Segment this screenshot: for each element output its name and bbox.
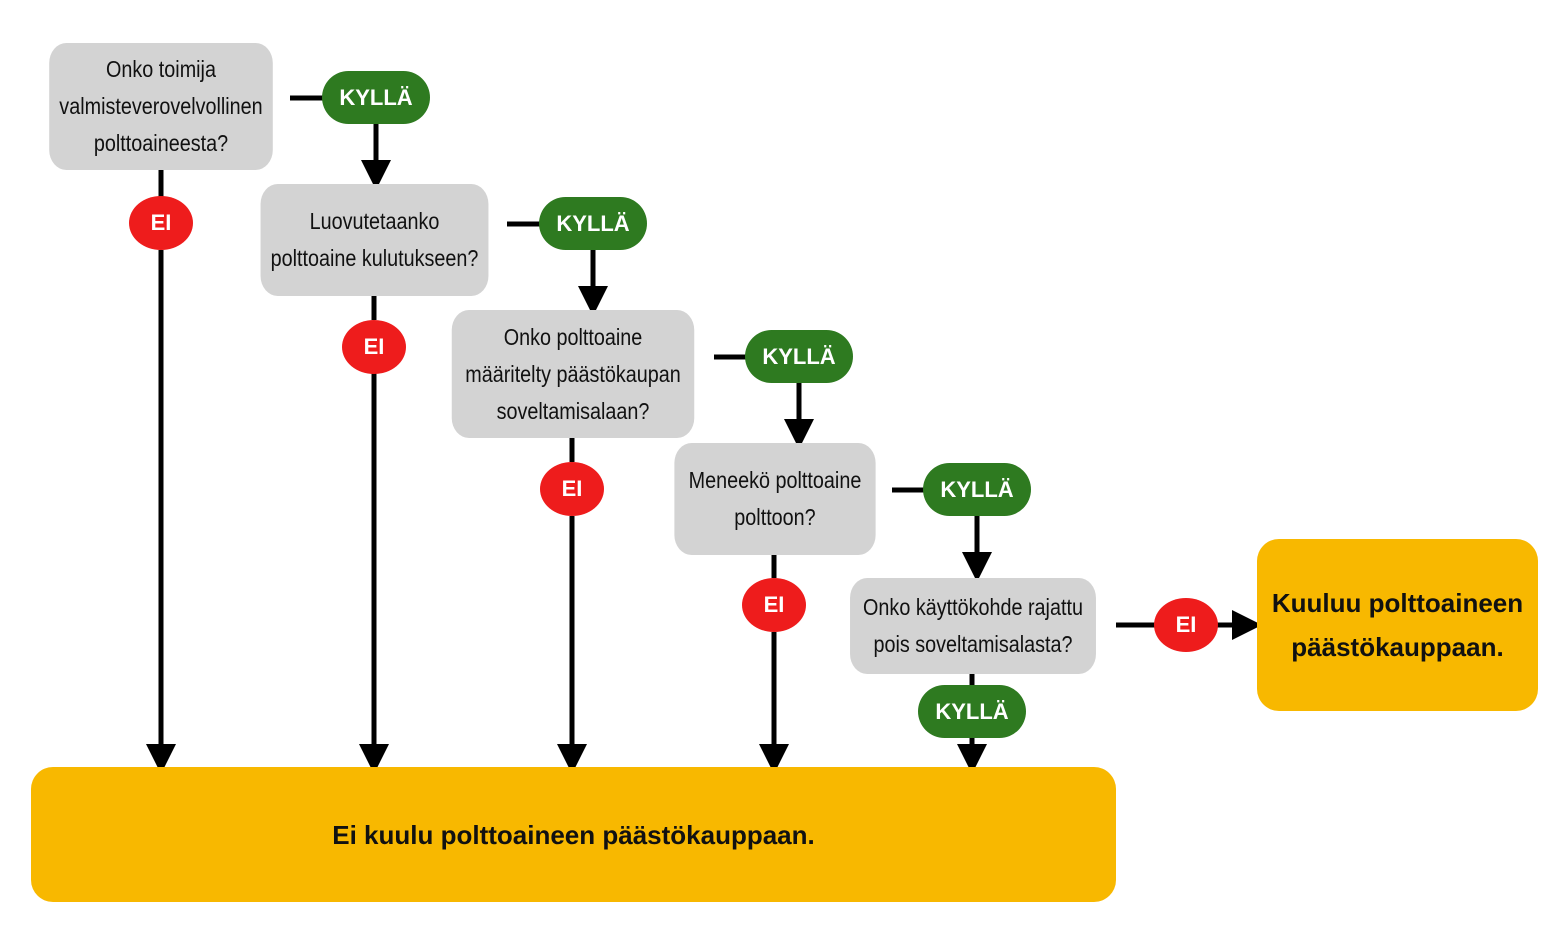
- question-1-box: Onko toimija valmisteverovelvollinen pol…: [49, 43, 273, 170]
- question-2-box: Luovutetaanko polttoaine kulutukseen?: [260, 184, 489, 296]
- yes-badge-1: KYLLÄ: [322, 71, 430, 124]
- result-not-covered-text: Ei kuulu polttoaineen päästökauppaan.: [332, 819, 815, 850]
- question-3-box: Onko polttoaine määritelty päästökaupan …: [451, 310, 695, 438]
- yes-badge-5: KYLLÄ: [918, 685, 1026, 738]
- result-not-covered-box: Ei kuulu polttoaineen päästökauppaan.: [31, 767, 1116, 902]
- result-covered-box: Kuuluu polttoaineen päästökauppaan.: [1257, 539, 1538, 711]
- yes-badge-3: KYLLÄ: [745, 330, 853, 383]
- question-1-text: Onko toimija valmisteverovelvollinen pol…: [59, 56, 263, 156]
- no-badge-2: EI: [342, 320, 406, 374]
- question-2-text: Luovutetaanko polttoaine kulutukseen?: [270, 208, 479, 271]
- yes-badge-2: KYLLÄ: [539, 197, 647, 250]
- question-4-box: Meneekö polttoaine polttoon?: [674, 443, 876, 555]
- yes-badge-4: KYLLÄ: [923, 463, 1031, 516]
- no-badge-1: EI: [129, 196, 193, 250]
- question-5-box: Onko käyttökohde rajattu pois soveltamis…: [850, 578, 1096, 674]
- no-badge-4: EI: [742, 578, 806, 632]
- no-badge-5: EI: [1154, 598, 1218, 652]
- question-5-text: Onko käyttökohde rajattu pois soveltamis…: [863, 594, 1083, 657]
- result-covered-text: Kuuluu polttoaineen päästökauppaan.: [1271, 588, 1524, 662]
- question-3-text: Onko polttoaine määritelty päästökaupan …: [465, 323, 681, 424]
- question-4-text: Meneekö polttoaine polttoon?: [688, 467, 862, 530]
- no-badge-3: EI: [540, 462, 604, 516]
